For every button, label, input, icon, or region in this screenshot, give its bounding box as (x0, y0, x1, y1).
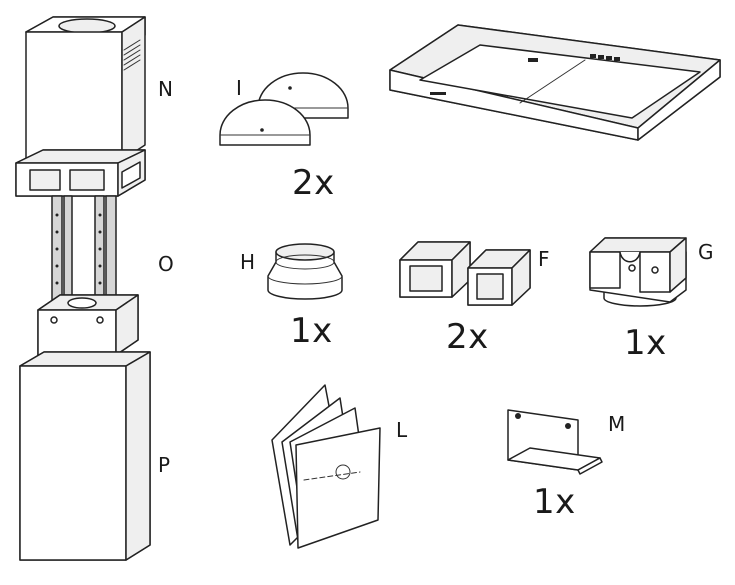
chimney-cover-upper-N (25, 16, 146, 161)
wall-plate-M (507, 409, 603, 475)
part-label-O: O (158, 252, 174, 276)
cooker-hood (389, 24, 721, 141)
part-label-H: H (240, 250, 256, 274)
part-label-G: G (698, 240, 714, 264)
part-label-P: P (158, 453, 171, 477)
quantity-M: 1x (533, 482, 576, 522)
mounting-bracket-F (399, 241, 531, 306)
part-label-N: N (158, 77, 173, 101)
quantity-F: 2x (446, 317, 489, 357)
chimney-cover-lower-P (19, 351, 151, 561)
part-label-M: M (608, 412, 626, 436)
diverter-adapter-G (589, 237, 687, 307)
part-label-I: I (236, 76, 242, 100)
part-label-F: F (538, 247, 550, 271)
quantity-H: 1x (290, 311, 333, 351)
quantity-G: 1x (624, 323, 667, 363)
chimney-frame-O (15, 149, 146, 356)
grease-filter-I (219, 72, 349, 146)
air-outlet-collar-H (267, 243, 343, 300)
part-label-L: L (396, 418, 408, 442)
quantity-I: 2x (292, 163, 335, 203)
instruction-manual-L (271, 384, 381, 549)
